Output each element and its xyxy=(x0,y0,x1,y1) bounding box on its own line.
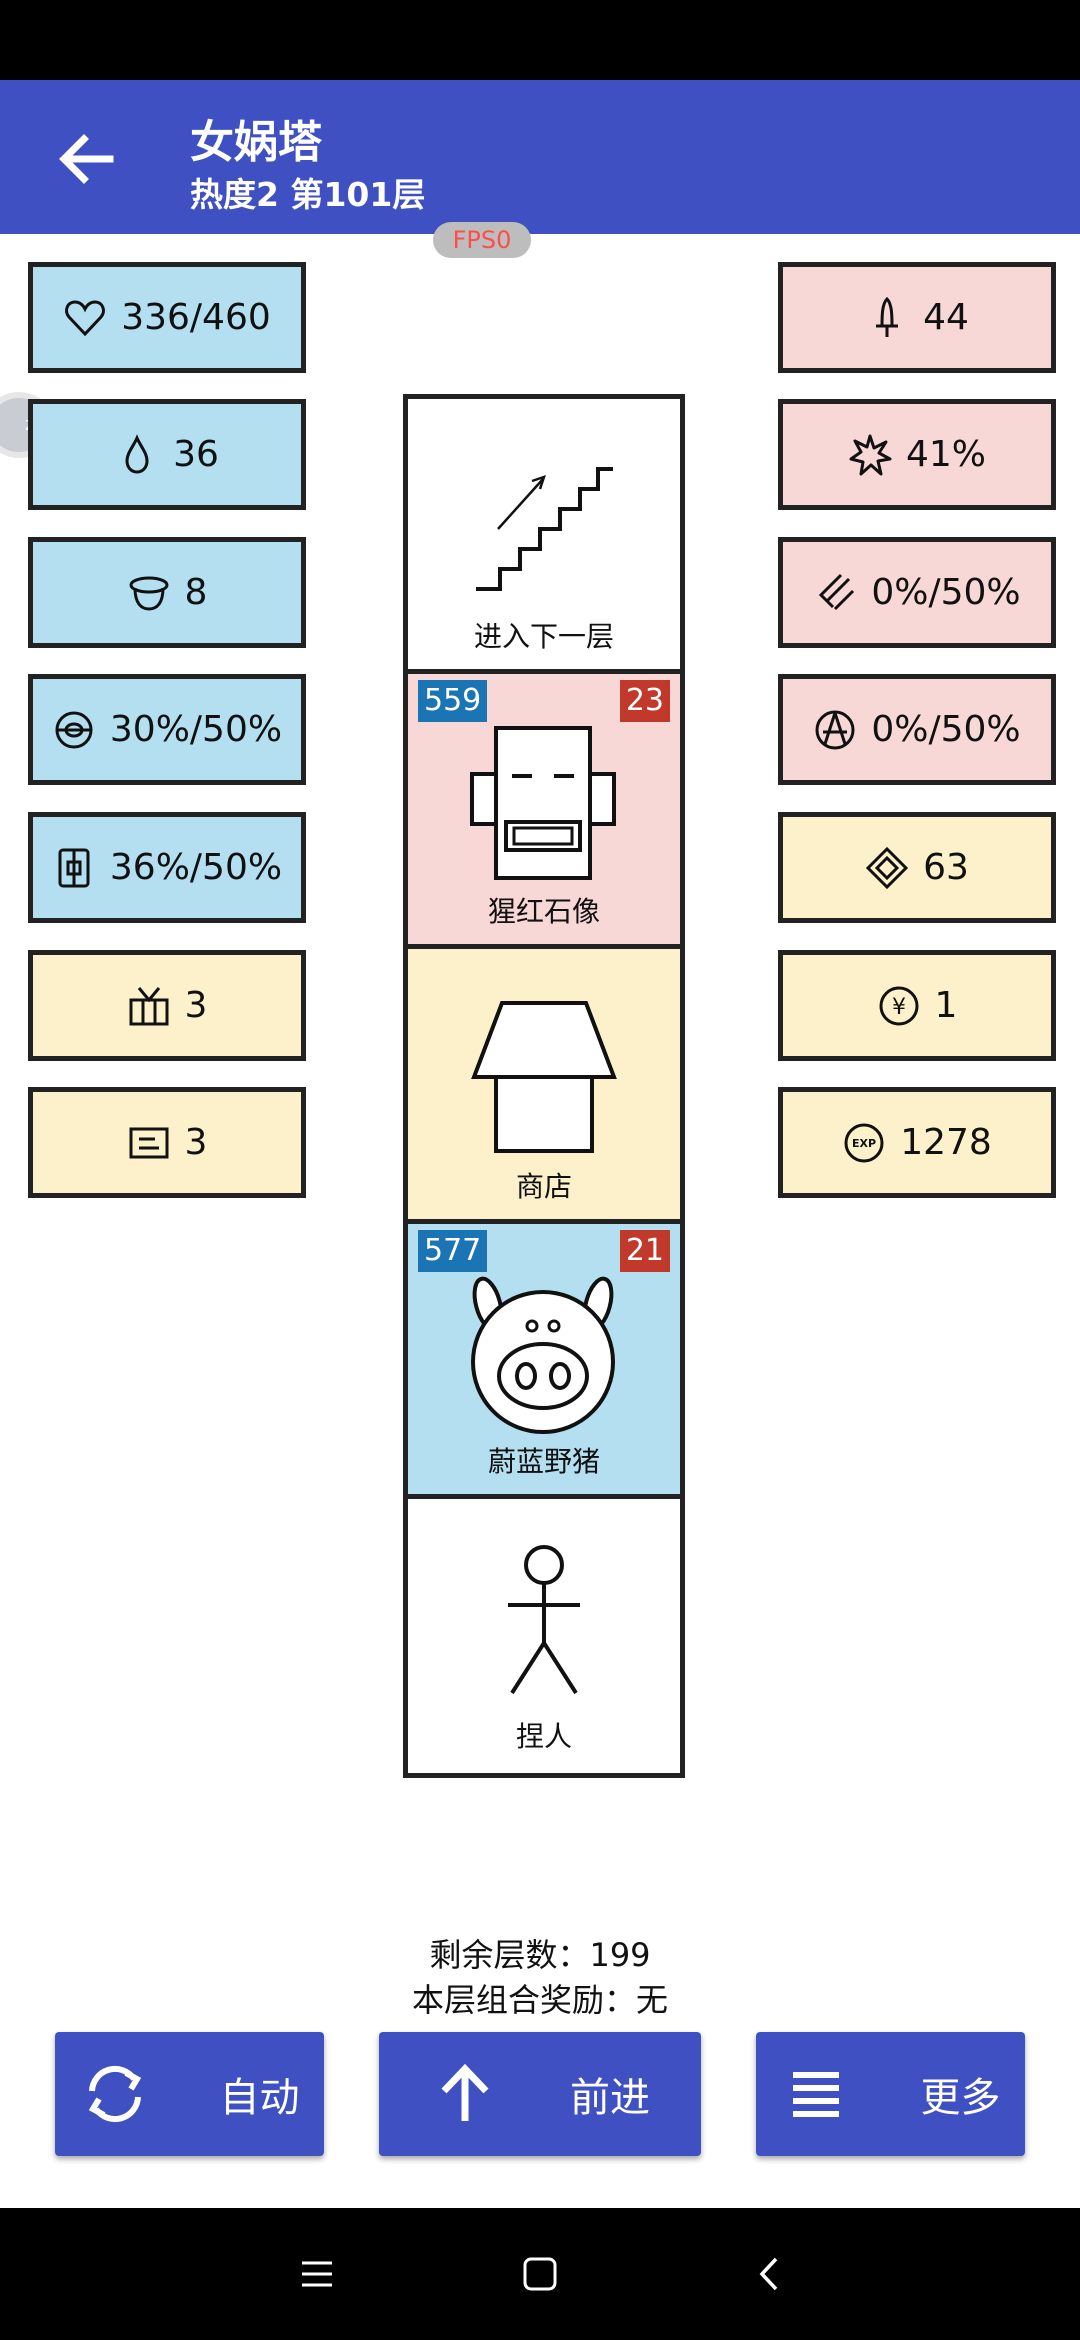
auto-button[interactable]: 自动 xyxy=(55,2032,324,2156)
cell-label: 猩红石像 xyxy=(487,895,600,928)
page-subtitle: 热度2 第101层 xyxy=(190,175,426,214)
advance-label: 前进 xyxy=(570,2075,650,2121)
sync-icon xyxy=(88,2065,141,2123)
helmet-icon xyxy=(129,576,169,611)
more-button[interactable]: 更多 xyxy=(756,2032,1025,2156)
cell-shop[interactable]: 商店 xyxy=(408,949,680,1224)
slash-icon xyxy=(819,573,855,610)
stat-attack: 44 xyxy=(778,262,1056,373)
cell-next-floor[interactable]: 进入下一层 xyxy=(408,399,680,674)
status-bar xyxy=(0,0,1080,80)
nav-back-icon[interactable] xyxy=(750,2255,788,2293)
cell-enemy-statue[interactable]: 559 23 猩红石像 xyxy=(408,674,680,949)
armor-icon xyxy=(58,848,90,887)
app-bar: 女娲塔 热度2 第101层 xyxy=(0,80,1080,234)
svg-text:¥: ¥ xyxy=(892,995,906,1020)
stick-figure-icon xyxy=(508,1545,580,1695)
pentagram-icon xyxy=(815,710,855,749)
stat-crates: 3 xyxy=(28,950,306,1061)
shield-disc-icon xyxy=(55,711,93,748)
enemy-attack-badge: 23 xyxy=(619,680,670,722)
cell-label: 捏人 xyxy=(515,1720,572,1753)
stat-magic-pierce: 0%/50% xyxy=(778,674,1056,785)
enemy-hp-badge: 577 xyxy=(418,1230,488,1272)
heart-icon xyxy=(65,299,106,336)
stat-mp: 36 xyxy=(28,399,306,510)
boar-icon xyxy=(471,1276,615,1434)
stat-value: 30%/50% xyxy=(109,709,283,750)
stat-value: 44 xyxy=(923,297,969,338)
stat-value: 1 xyxy=(934,985,958,1026)
fps-badge: FPS0 xyxy=(433,222,531,258)
stat-resist-1: 30%/50% xyxy=(28,674,306,785)
stat-value: 3 xyxy=(184,1122,208,1163)
enemy-hp-badge: 559 xyxy=(418,680,488,722)
stat-value: 3 xyxy=(184,985,208,1026)
stat-resist-2: 36%/50% xyxy=(28,812,306,923)
stat-value: 0%/50% xyxy=(871,709,1021,750)
floor-column: 进入下一层 559 23 猩红石像 商店 577 21 xyxy=(403,394,685,1778)
menu-icon xyxy=(792,2072,839,2117)
stat-value: 41% xyxy=(905,434,986,475)
stat-hp: 336/460 xyxy=(28,262,306,373)
stat-gems: 63 xyxy=(778,812,1056,923)
statue-icon xyxy=(470,726,616,880)
system-nav-bar xyxy=(0,2208,1080,2340)
auto-label: 自动 xyxy=(219,2075,300,2121)
arrow-up-icon xyxy=(441,2063,489,2121)
cell-label: 蔚蓝野猪 xyxy=(487,1445,600,1478)
stat-pierce: 0%/50% xyxy=(778,537,1056,648)
stat-scrolls: 3 xyxy=(28,1087,306,1198)
stat-value: 0%/50% xyxy=(871,572,1021,613)
stat-defense: 8 xyxy=(28,537,306,648)
stat-value: 8 xyxy=(184,572,208,613)
cell-label: 商店 xyxy=(515,1170,572,1203)
stat-value: 36 xyxy=(173,434,219,475)
stat-value: 36%/50% xyxy=(109,847,283,888)
stat-gold: ¥ 1 xyxy=(778,950,1056,1061)
svg-text:EXP: EXP xyxy=(852,1137,876,1150)
home-icon[interactable] xyxy=(521,2255,559,2293)
advance-button[interactable]: 前进 xyxy=(379,2032,701,2156)
cell-enemy-boar[interactable]: 577 21 蔚蓝野猪 xyxy=(408,1224,680,1499)
stat-crit: 41% xyxy=(778,399,1056,510)
stat-value: 336/460 xyxy=(121,297,271,338)
cell-label: 进入下一层 xyxy=(473,620,614,653)
shop-house-icon xyxy=(471,1001,617,1153)
sword-icon xyxy=(876,296,899,337)
combo-reward: 本层组合奖励：无 xyxy=(411,1981,668,2019)
drop-icon xyxy=(125,433,149,474)
stat-value: 63 xyxy=(923,847,969,888)
stairs-icon xyxy=(476,467,613,591)
scroll-icon xyxy=(129,1127,169,1158)
more-label: 更多 xyxy=(920,2075,1001,2121)
recent-apps-icon[interactable] xyxy=(298,2255,336,2293)
exp-icon: EXP xyxy=(844,1123,884,1162)
page-title: 女娲塔 xyxy=(190,117,322,168)
crate-icon xyxy=(129,986,169,1025)
yen-coin-icon: ¥ xyxy=(879,986,919,1025)
stat-value: 1278 xyxy=(900,1122,992,1163)
gem-icon xyxy=(865,846,909,889)
enemy-attack-badge: 21 xyxy=(619,1230,670,1272)
back-arrow-icon[interactable] xyxy=(52,124,122,194)
cell-character-creator[interactable]: 捏人 xyxy=(408,1499,680,1769)
burst-icon xyxy=(849,434,892,475)
remaining-floors: 剩余层数：199 xyxy=(429,1936,651,1974)
stat-exp: EXP 1278 xyxy=(778,1087,1056,1198)
